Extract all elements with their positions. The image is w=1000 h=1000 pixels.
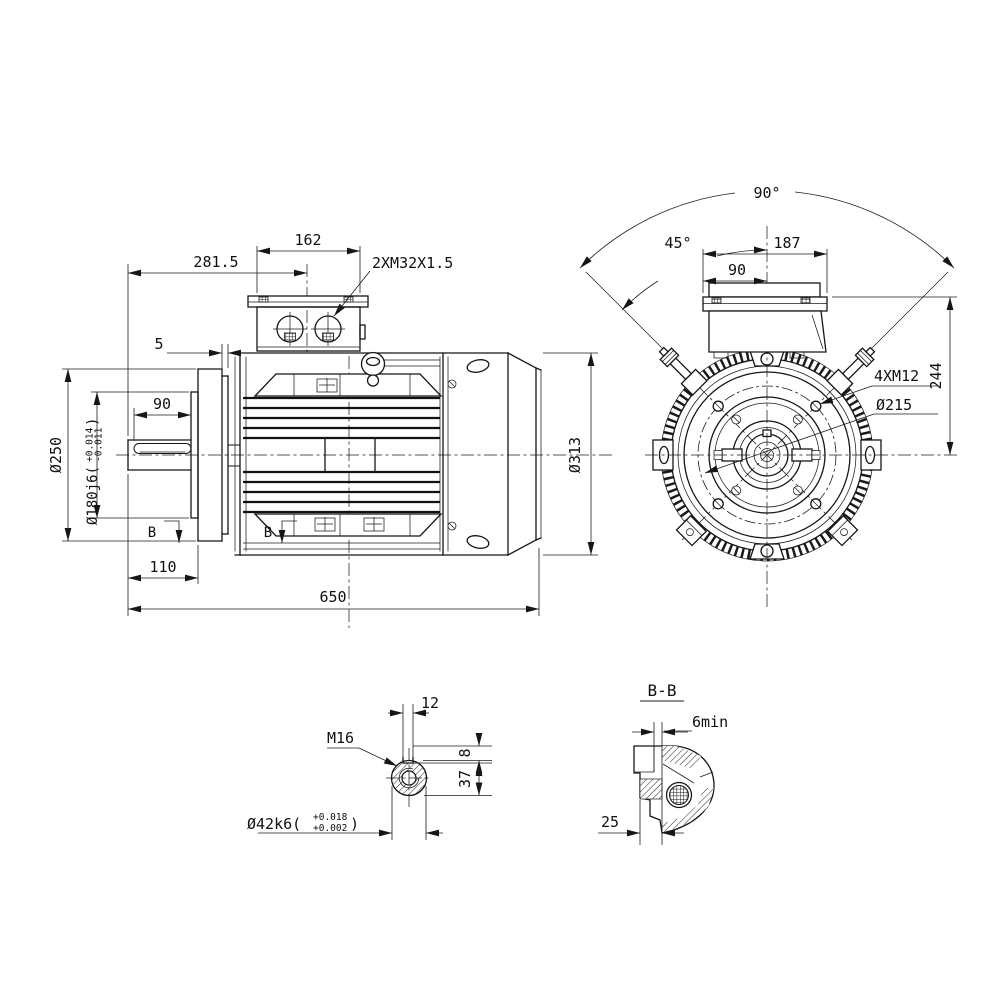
dim-110: 110 [149,558,176,576]
terminal-box [247,295,369,352]
dim-dia-250: Ø250 [47,437,65,473]
thread-callout-m16: M16 [327,729,354,747]
dim-187: 187 [773,234,800,252]
side-view-centerlines [116,264,612,628]
side-view: 281.5 162 2XM32X1.5 5 90 Ø250 Ø180j6( +0… [47,231,612,628]
dim-flat-37: 37 [456,770,474,788]
screw-icon [447,379,457,531]
motor-body [234,351,509,556]
dia-42-tol-upper: +0.018 [313,812,348,823]
dim-162: 162 [294,231,321,249]
dim-281-5: 281.5 [193,253,238,271]
section-mark-b1: B [148,525,156,541]
dim-90: 90 [728,261,746,279]
dim-25: 25 [601,813,619,831]
dim-dia-313: Ø313 [566,437,584,473]
mounting-pads [253,373,443,537]
dia-180-tol-upper: +0.014 [85,427,96,462]
flange-bolt-holes [712,400,822,510]
eyebolt-icon [360,351,386,387]
front-view: 90° 45° 187 90 4XM12 Ø215 244 [579,184,960,608]
nameplate-block [324,437,376,473]
section-b-b: B-B 6min 25 [598,681,728,845]
dia-180-prefix: Ø180j6( [85,466,101,525]
section-mark-b2: B [264,525,272,541]
shaft-end-detail: 12 M16 8 37 Ø42k6( +0.018 +0.002 ) [247,694,492,840]
dim-key-90: 90 [153,395,171,413]
terminal-box-front [702,282,828,359]
dia-42-suffix: ) [350,815,359,833]
dim-arc-90deg: 90° [753,184,780,202]
dim-arc-45deg: 45° [664,234,691,252]
fan-cowl [507,352,542,556]
eyebolt-icon [658,346,876,396]
shaft-section [386,748,432,808]
cooling-fins [243,396,440,514]
side-view-dimensions [62,246,598,616]
dim-dia-215: Ø215 [876,396,912,414]
rear-endshield [442,352,509,556]
dia-180-suffix: ) [85,418,101,426]
dim-key-height-8: 8 [456,748,474,757]
shaft [127,439,192,471]
dia-180-tol-lower: -0.011 [94,427,105,462]
section-geometry [633,722,715,845]
dia-42-tol-lower: +0.002 [313,823,347,834]
dim-6min: 6min [692,713,728,731]
dim-5: 5 [154,335,163,353]
dim-650: 650 [319,588,346,606]
dia-42-prefix: Ø42k6( [247,815,301,833]
gland-callout: 2XM32X1.5 [372,254,453,272]
shaft-detail-dimensions [258,704,492,840]
bolt-callout-4xm12: 4XM12 [874,367,919,385]
front-view-dimensions [579,191,957,474]
flange [190,356,241,552]
dim-dia-180: Ø180j6( +0.014 -0.011 ) [85,418,105,525]
dim-dia-42: Ø42k6( +0.018 +0.002 ) [247,812,359,834]
dim-key-width-12: 12 [421,694,439,712]
dim-244: 244 [927,362,945,389]
section-dimensions [598,700,692,837]
section-title: B-B [648,681,677,700]
cable-gland-icon [273,312,345,346]
